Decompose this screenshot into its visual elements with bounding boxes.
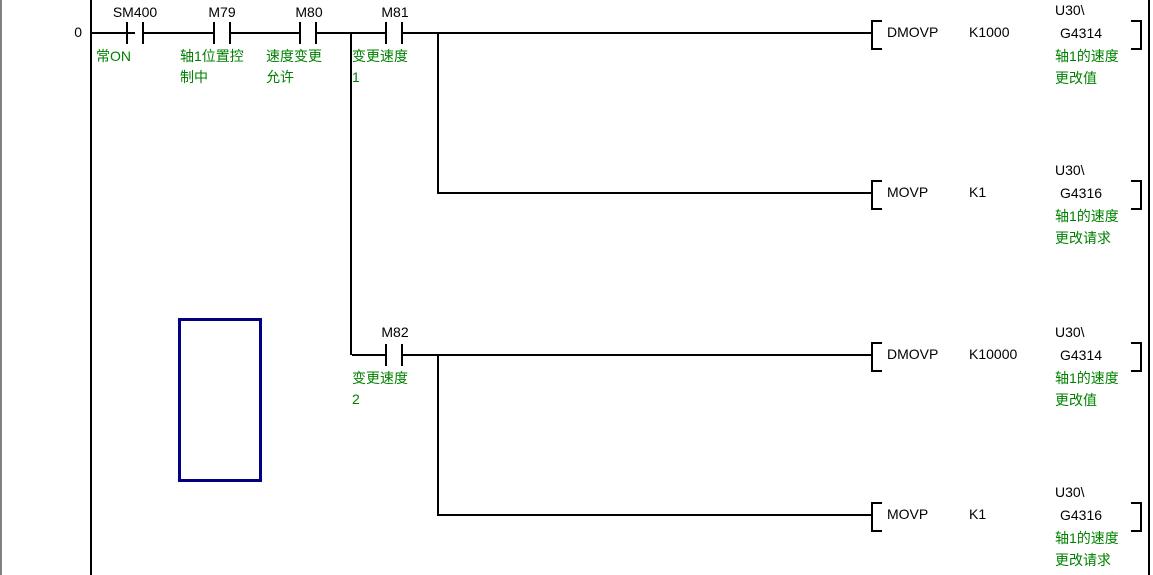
operand-address-3: G4314 [1060,347,1103,363]
comment-instr2-line1: 轴1的速度 [1055,208,1119,224]
comment-instr1-line1: 轴1的速度 [1055,48,1119,64]
instruction-opcode: MOVP [887,506,929,522]
comment-m79-line1: 轴1位置控 [180,48,244,64]
contact-bar-left [126,22,128,44]
comment-instr1-line2: 更改值 [1055,70,1097,86]
selection-cursor[interactable] [178,318,262,482]
instruction-argument: K1 [969,184,987,200]
contact-bar-right [229,22,231,44]
window-left-edge [0,0,2,575]
contact-bar-left [385,344,387,366]
contact-bar-right [401,22,403,44]
instruction-argument: K1 [969,506,987,522]
wire-row1-seg3 [231,32,299,34]
comment-instr4-line1: 轴1的速度 [1055,530,1119,546]
branch-vertical-left [350,32,352,355]
instruction-opcode: MOVP [887,184,929,200]
instruction-block-1[interactable]: DMOVP K1000 [871,20,1142,50]
branch-vertical-row1-row2 [437,32,439,193]
comment-instr4-line2: 更改请求 [1055,552,1111,568]
comment-sm400: 常ON [96,48,131,64]
instruction-argument: K1000 [969,24,1010,40]
bracket-open-icon [871,502,882,532]
contact-bar-left [385,22,387,44]
contact-bar-right [142,22,144,44]
device-name-m81: M81 [381,4,409,20]
bracket-close-icon [1131,502,1142,532]
comment-m80-line2: 允许 [266,69,294,85]
contact-m81[interactable] [385,22,403,44]
comment-m82-line2: 2 [352,391,360,407]
device-name-m79: M79 [208,4,236,20]
comment-m81-line1: 变更速度 [352,48,408,64]
comment-m80-line1: 速度变更 [266,48,322,64]
comment-instr2-line2: 更改请求 [1055,230,1111,246]
wire-row4 [437,514,871,516]
device-name-m82: M82 [381,324,409,340]
contact-bar-left [299,22,301,44]
operand-address-2: G4316 [1060,185,1103,201]
contact-m79[interactable] [213,22,231,44]
wire-row2 [437,192,871,194]
operand-prefix-2: U30\ [1055,162,1085,178]
comment-instr3-line1: 轴1的速度 [1055,370,1119,386]
operand-address-1: G4314 [1060,25,1103,41]
comment-m82-line1: 变更速度 [352,370,408,386]
device-name-sm400: SM400 [112,4,158,20]
rung-number: 0 [74,24,82,40]
comment-instr3-line2: 更改值 [1055,392,1097,408]
instruction-argument: K10000 [969,346,1018,362]
bracket-close-icon [1131,20,1142,50]
contact-bar-right [315,22,317,44]
contact-sm400[interactable] [126,22,144,44]
comment-m81-line2: 1 [352,69,360,85]
operand-address-4: G4316 [1060,507,1103,523]
operand-prefix-1: U30\ [1055,2,1085,18]
contact-bar-right [401,344,403,366]
instruction-opcode: DMOVP [887,24,939,40]
bracket-close-icon [1131,342,1142,372]
bracket-open-icon [871,20,882,50]
left-power-rail [90,0,92,575]
operand-prefix-4: U30\ [1055,484,1085,500]
instruction-opcode: DMOVP [887,346,939,362]
wire-row3-seg2 [403,354,871,356]
wire-row1-seg5 [403,32,871,34]
wire-row3-seg1 [352,354,385,356]
device-name-m80: M80 [295,4,323,20]
operand-prefix-3: U30\ [1055,324,1085,340]
instruction-block-2[interactable]: MOVP K1 [871,180,1142,210]
bracket-open-icon [871,180,882,210]
comment-m79-line2: 制中 [180,69,208,85]
contact-m80[interactable] [299,22,317,44]
instruction-block-4[interactable]: MOVP K1 [871,502,1142,532]
instruction-block-3[interactable]: DMOVP K10000 [871,342,1142,372]
branch-vertical-row3-row4 [437,354,439,515]
bracket-open-icon [871,342,882,372]
contact-m82[interactable] [385,344,403,366]
bracket-close-icon [1131,180,1142,210]
wire-row1-seg1 [92,32,135,34]
contact-bar-left [213,22,215,44]
wire-row1-seg2 [144,32,213,34]
right-power-rail [1148,0,1150,575]
